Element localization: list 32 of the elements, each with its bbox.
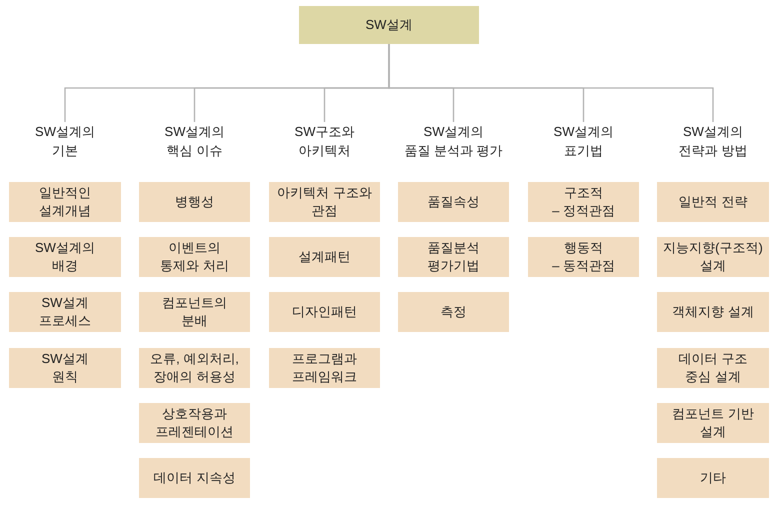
subtopic-box: SW설계의 배경	[9, 237, 121, 277]
subtopic-box: 이벤트의 통제와 처리	[139, 237, 250, 277]
subtopic-box: 아키텍처 구조와 관점	[269, 182, 380, 222]
category-heading: SW설계의 기본	[35, 122, 95, 160]
subtopic-box: 디자인패턴	[269, 292, 380, 332]
subtopic-box: 품질분석 평가기법	[398, 237, 509, 277]
root-topic: SW설계	[299, 6, 479, 44]
subtopic-box: 데이터 지속성	[139, 458, 250, 498]
subtopic-box: 병행성	[139, 182, 250, 222]
subtopic-box: 데이터 구조 중심 설계	[657, 348, 769, 388]
subtopic-box: SW설계 프로세스	[9, 292, 121, 332]
subtopic-box: 품질속성	[398, 182, 509, 222]
subtopic-box: 설계패턴	[269, 237, 380, 277]
subtopic-box: 행동적 – 동적관점	[528, 237, 639, 277]
subtopic-box: 오류, 예외처리, 장애의 허용성	[139, 348, 250, 388]
subtopic-box: 기타	[657, 458, 769, 498]
subtopic-box: 일반적 전략	[657, 182, 769, 222]
subtopic-box: 객체지향 설계	[657, 292, 769, 332]
subtopic-box: 상호작용과 프레젠테이션	[139, 403, 250, 443]
subtopic-box: 컴포넌트의 분배	[139, 292, 250, 332]
category-heading: SW구조와 아키텍처	[294, 122, 354, 160]
subtopic-box: 구조적 – 정적관점	[528, 182, 639, 222]
subtopic-box: 일반적인 설계개념	[9, 182, 121, 222]
subtopic-box: 컴포넌트 기반 설계	[657, 403, 769, 443]
category-heading: SW설계의 전략과 방법	[678, 122, 748, 160]
subtopic-box: 측정	[398, 292, 509, 332]
category-heading: SW설계의 핵심 이슈	[164, 122, 224, 160]
subtopic-box: SW설계 원칙	[9, 348, 121, 388]
subtopic-box: 지능지향(구조적) 설계	[657, 237, 769, 277]
category-heading: SW설계의 품질 분석과 평가	[404, 122, 503, 160]
category-heading: SW설계의 표기법	[554, 122, 614, 160]
subtopic-box: 프로그램과 프레임워크	[269, 348, 380, 388]
